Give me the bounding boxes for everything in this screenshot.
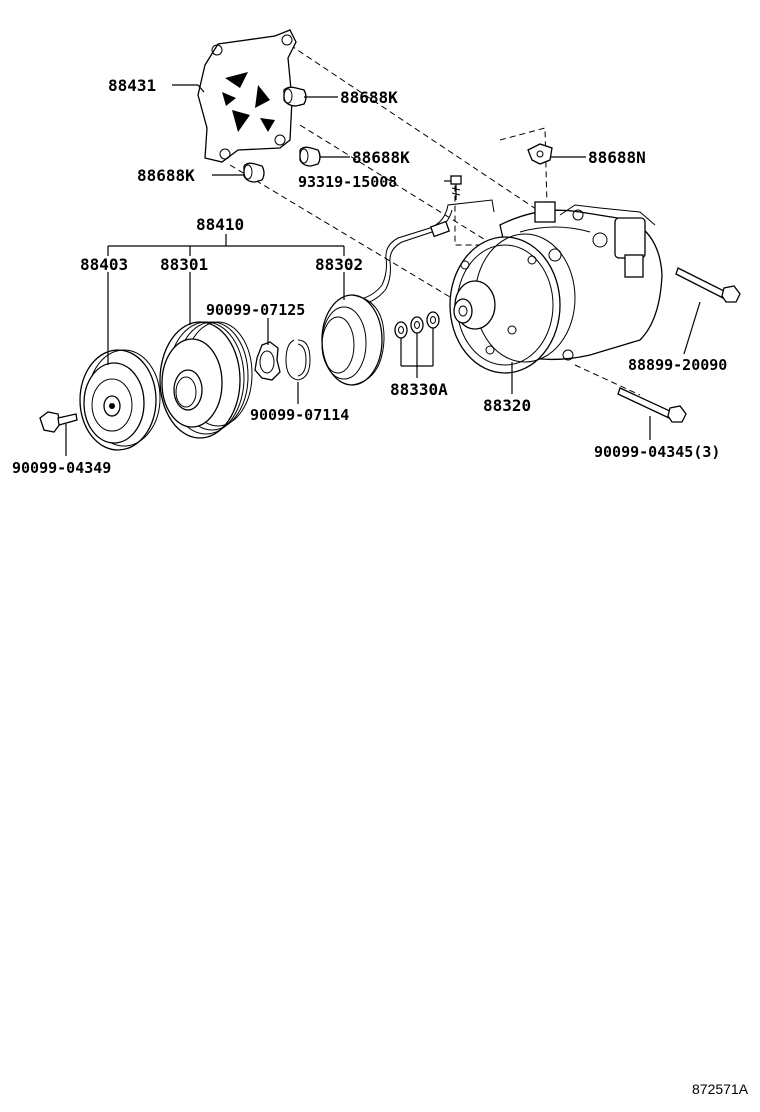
label-88688n: 88688N (588, 148, 646, 167)
wire-harness (354, 199, 495, 306)
bolt-front (39, 411, 78, 433)
bolt-mounting (617, 387, 687, 423)
label-90099-04345: 90099-04345(3) (594, 443, 720, 461)
clutch-hub (79, 349, 161, 451)
shim-set (394, 311, 440, 339)
label-88302: 88302 (315, 255, 363, 274)
label-88688k-upper: 88688K (340, 88, 398, 107)
label-88899-20090: 88899-20090 (628, 356, 727, 374)
label-88403: 88403 (80, 255, 128, 274)
part-labels: 88431 88688K 88688K 88688K 88688N 93319-… (12, 76, 727, 477)
label-88330a: 88330A (390, 380, 448, 399)
bolt-long (675, 267, 741, 303)
leader-lines (65, 84, 701, 456)
label-88688k-middle: 88688K (352, 148, 410, 167)
label-90099-07125: 90099-07125 (206, 301, 305, 319)
label-90099-04349: 90099-04349 (12, 459, 111, 477)
label-90099-07114: 90099-07114 (250, 406, 349, 424)
pulley (159, 321, 253, 439)
snap-rings (254, 339, 311, 381)
label-88688k-lower: 88688K (137, 166, 195, 185)
stator-coil (321, 294, 385, 386)
label-88410: 88410 (196, 215, 244, 234)
compressor-bracket (197, 29, 297, 163)
label-88320: 88320 (483, 396, 531, 415)
compressor-body (449, 201, 663, 374)
label-88301: 88301 (160, 255, 208, 274)
screw-part (450, 175, 462, 200)
cushion-parts (243, 86, 321, 183)
label-88431: 88431 (108, 76, 156, 95)
clip-part (527, 143, 553, 165)
label-93319-15008: 93319-15008 (298, 173, 397, 191)
figure-reference: 872571A (692, 1081, 749, 1097)
